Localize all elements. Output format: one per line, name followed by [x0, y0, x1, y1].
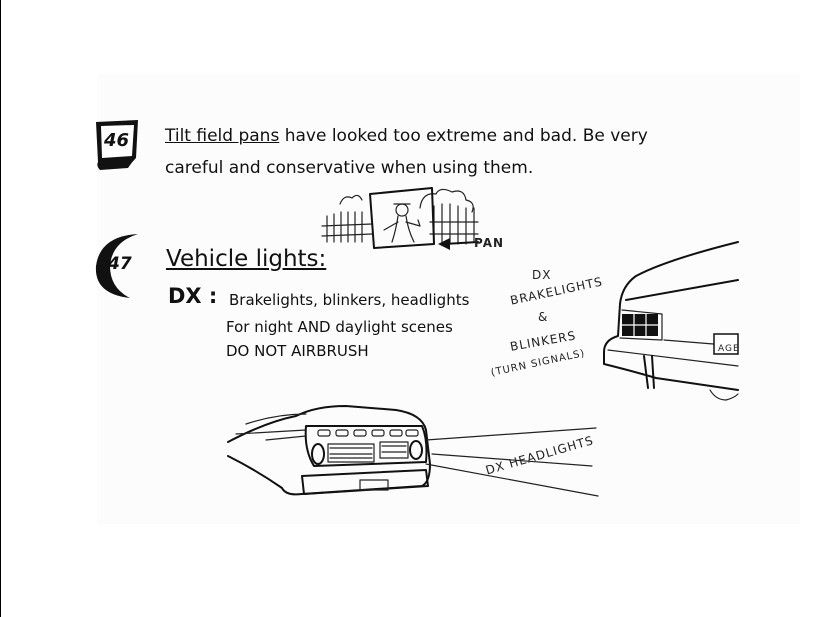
note-46-underlined-term: Tilt field pans [165, 126, 280, 146]
note-46-badge-frame [96, 120, 138, 170]
note-47-line-2: For night AND daylight scenes [226, 318, 453, 336]
note-47-line-3: DO NOT AIRBRUSH [226, 342, 369, 360]
rear-car-sketch [603, 241, 739, 401]
note-47-badge-crescent [95, 234, 138, 298]
note-47-heading: Vehicle lights: [166, 246, 327, 272]
note-47-dx-label: DX : [168, 284, 218, 308]
rear-car-annotation-line-3: & [538, 310, 549, 324]
note-46-line-1-rest: have looked too extreme and bad. Be very [279, 126, 648, 146]
note-46-line-2: careful and conservative when using them… [165, 158, 534, 178]
note-47-number: 47 [108, 254, 132, 274]
rear-car-plate: AGE [718, 344, 740, 354]
note-47-line-1: Brakelights, blinkers, headlights [229, 291, 470, 309]
front-car-sketch [227, 405, 599, 497]
pan-label: PAN [474, 236, 505, 250]
rear-car-annotation-line-1: DX [532, 268, 552, 282]
note-46-number: 46 [104, 130, 130, 151]
pan-sketch-illustration [321, 187, 479, 250]
note-46-line-1: Tilt field pans have looked too extreme … [165, 126, 648, 146]
document-page [97, 74, 800, 524]
